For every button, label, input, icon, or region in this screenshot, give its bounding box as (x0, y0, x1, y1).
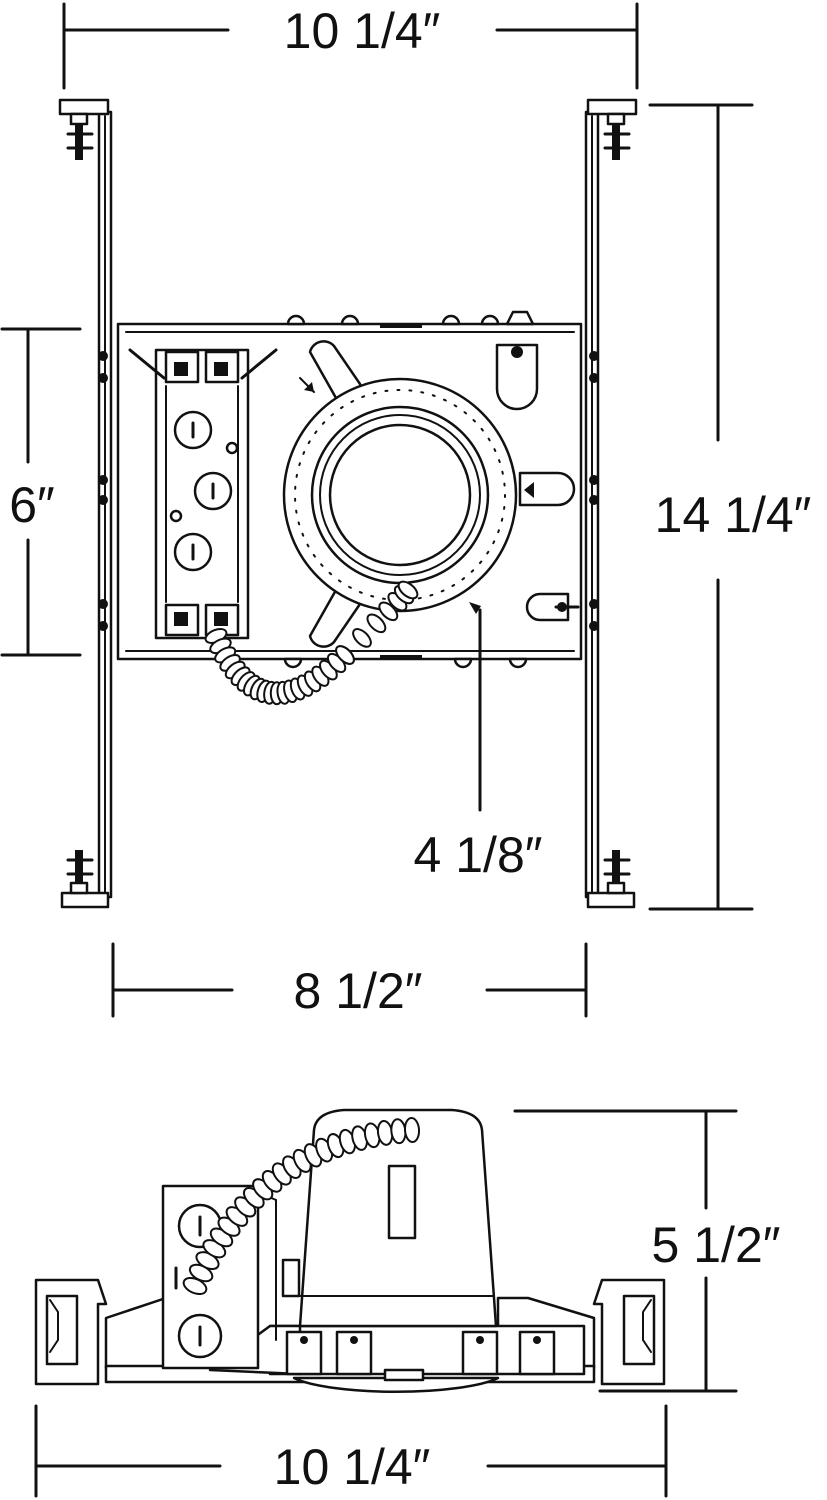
bottom-width-label: 10 1/4″ (274, 1439, 431, 1495)
conduit-segment (352, 628, 372, 648)
junction-box (128, 348, 278, 640)
left-height-dimension: 6″ (0, 327, 82, 657)
bottom-width-dimension: 10 1/4″ (34, 1404, 668, 1498)
conduit-segment (366, 613, 387, 634)
side-junction-box (161, 1184, 277, 1370)
side-can (281, 1108, 498, 1328)
side-flexible-conduit (182, 1117, 421, 1296)
housing-width-dimension: 8 1/2″ (111, 942, 588, 1019)
top-width-label: 10 1/4″ (284, 3, 441, 59)
tab-hole (476, 1336, 484, 1344)
side-view: 5 1/2″ 10 1/4″ (34, 1108, 781, 1498)
aperture-leader: 4 1/8″ (414, 602, 543, 883)
flexible-conduit (204, 580, 419, 706)
top-width-dimension: 10 1/4″ (62, 2, 639, 90)
side-height-label: 5 1/2″ (652, 1217, 781, 1273)
conduit-segment (378, 601, 399, 622)
right-height-label: 14 1/4″ (655, 487, 812, 543)
conduit-segment (335, 645, 355, 665)
side-height-dimension: 5 1/2″ (513, 1109, 781, 1393)
conduit-segment (403, 1117, 421, 1143)
thermal-protector (495, 343, 580, 622)
top-view: 10 1/4″ 6″ 14 1/4″ (0, 2, 812, 1019)
tab-hole (350, 1336, 358, 1344)
housing-width-label: 8 1/2″ (294, 963, 423, 1019)
conduit-segment (397, 580, 419, 600)
tab-hole (300, 1336, 308, 1344)
aperture-label: 4 1/8″ (414, 827, 543, 883)
tab-hole (533, 1336, 541, 1344)
right-height-dimension: 14 1/4″ (648, 103, 812, 911)
left-height-label: 6″ (9, 477, 55, 533)
aperture-ring (282, 377, 518, 613)
